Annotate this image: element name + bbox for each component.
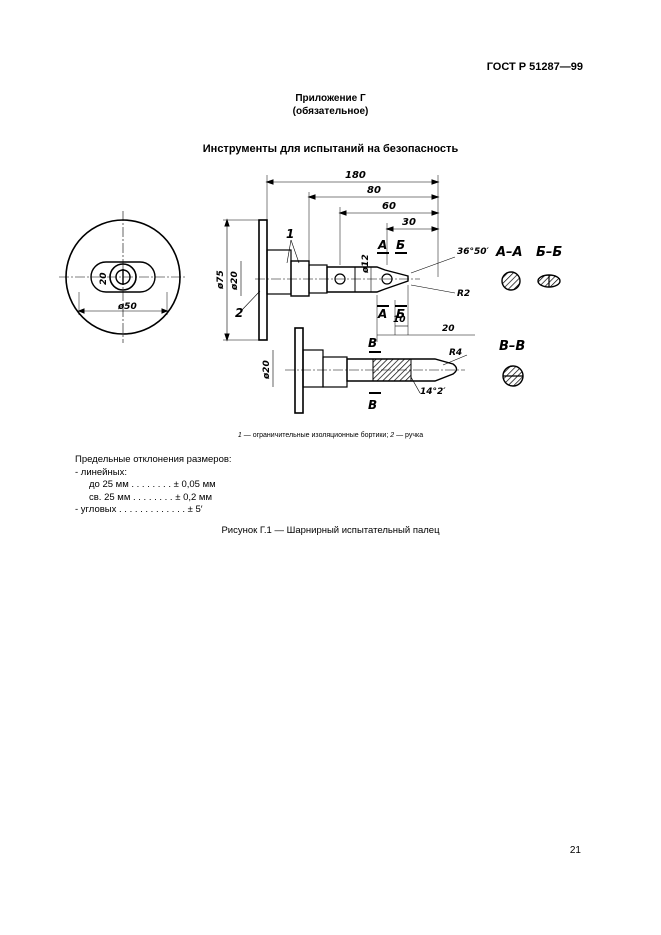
section-title-bb: Б–Б [536,245,562,260]
dim-dia50: ø50 [117,302,137,312]
dim-60: 60 [382,201,396,212]
section-bb [537,274,561,288]
section-aa [501,271,521,291]
callout-2: 2 [235,306,243,320]
section-label-v-top: В [368,336,377,350]
section-title-vv: В–В [499,339,525,354]
dim-180: 180 [345,170,366,181]
section-label-a-bottom: А [377,307,387,321]
front-view-circle [59,211,187,343]
side-view [223,175,475,342]
dim-80: 80 [367,185,381,196]
dim-r4: R4 [449,348,462,358]
dim-r2: R2 [457,289,470,299]
dim-dia12: ø12 [361,254,371,274]
tolerance-angular: - угловых . . . . . . . . . . . . . ± 5′ [75,504,203,515]
figure-caption: Рисунок Г.1 — Шарнирный испытательный па… [221,525,440,536]
technical-drawing: 180 80 60 30 10 20 ø12 ø20 ø75 ø50 20 36… [59,170,562,414]
dim-angle-14-2: 14°2′ [420,387,446,397]
dim-dia20-lower: ø20 [262,360,272,380]
legend-text-1: — ограничительные изоляционные бортики; [241,432,391,439]
dim-30: 30 [402,217,416,228]
document-number: ГОСТ Р 51287—99 [486,61,583,73]
appendix-title: Приложение Г [295,93,366,104]
section-label-b-top: Б [396,238,405,252]
lower-view [272,327,468,414]
dim-dia75: ø75 [216,270,226,290]
page-number: 21 [569,845,581,856]
tolerance-over-25: св. 25 мм . . . . . . . . ± 0,2 мм [89,491,212,503]
section-label-v-bottom: В [368,398,377,412]
tolerance-heading: Предельные отклонения размеров: [75,454,232,465]
legend-number-2: 2 [390,432,395,439]
section-title: Инструменты для испытаний на безопасност… [202,143,459,155]
section-title-aa: А–А [495,245,523,260]
tolerance-up-to-25: до 25 мм . . . . . . . . ± 0,05 мм [89,479,216,490]
dim-20: 20 [442,324,455,334]
appendix-status: (обязательное) [292,106,369,117]
legend-number-1: 1 [237,432,242,439]
callout-1: 1 [286,227,294,241]
tolerance-notes: Предельные отклонения размеров: - линейн… [75,454,232,517]
section-vv [502,365,524,387]
dim-dia20: ø20 [230,271,240,291]
dim-10: 10 [393,315,406,325]
appendix-heading: Приложение Г (обязательное) [0,92,661,118]
figure-legend: 1 — ограничительные изоляционные бортики… [0,432,661,439]
legend-text-2: — ручка [394,432,424,439]
dim-angle-36-50: 36°50′ [457,247,490,257]
dim-20-vertical: 20 [99,272,109,285]
section-label-b-bottom: Б [396,307,405,321]
tolerance-linear: - линейных: [75,466,127,478]
section-label-a-top: А [377,238,387,252]
